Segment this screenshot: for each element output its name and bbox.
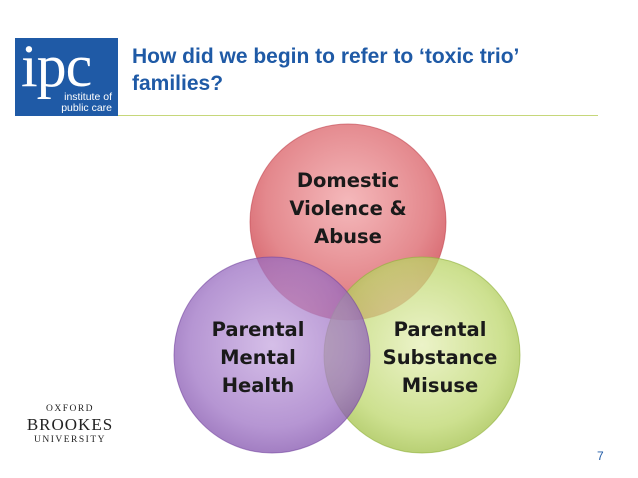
slide-title: How did we begin to refer to ‘toxic trio… bbox=[132, 43, 602, 97]
slide-title-line1: How did we begin to refer to ‘toxic trio… bbox=[132, 45, 520, 68]
label-domestic-violence: Domestic Violence & Abuse bbox=[268, 167, 428, 251]
label-line: Violence & bbox=[289, 197, 407, 220]
brookes-logo-line2: BROOKES bbox=[26, 415, 114, 434]
oxford-brookes-logo: OXFORD BROOKES UNIVERSITY bbox=[20, 403, 120, 446]
slide-title-line2: families? bbox=[132, 72, 224, 95]
ipc-logo: ipc institute of public care bbox=[15, 33, 118, 116]
label-line: Substance bbox=[382, 346, 498, 369]
label-line: Misuse bbox=[401, 374, 479, 397]
label-line: Parental bbox=[393, 318, 487, 341]
ipc-logo-line2: public care bbox=[61, 102, 112, 114]
circle-parental-mental-health bbox=[173, 256, 371, 454]
brookes-logo-line1: OXFORD bbox=[45, 404, 95, 414]
brookes-logo-line3: UNIVERSITY bbox=[34, 435, 106, 445]
ipc-logo-line1: institute of bbox=[64, 91, 112, 103]
title-divider bbox=[118, 115, 598, 116]
label-line: Parental bbox=[211, 318, 305, 341]
label-line: Abuse bbox=[314, 225, 382, 248]
label-line: Health bbox=[221, 374, 295, 397]
label-parental-mental-health: Parental Mental Health bbox=[178, 316, 338, 400]
label-parental-substance-misuse: Parental Substance Misuse bbox=[360, 316, 520, 400]
ipc-logo-letters: ipc bbox=[21, 33, 92, 99]
page-number: 7 bbox=[597, 449, 604, 463]
label-line: Domestic bbox=[296, 169, 400, 192]
label-line: Mental bbox=[220, 346, 296, 369]
